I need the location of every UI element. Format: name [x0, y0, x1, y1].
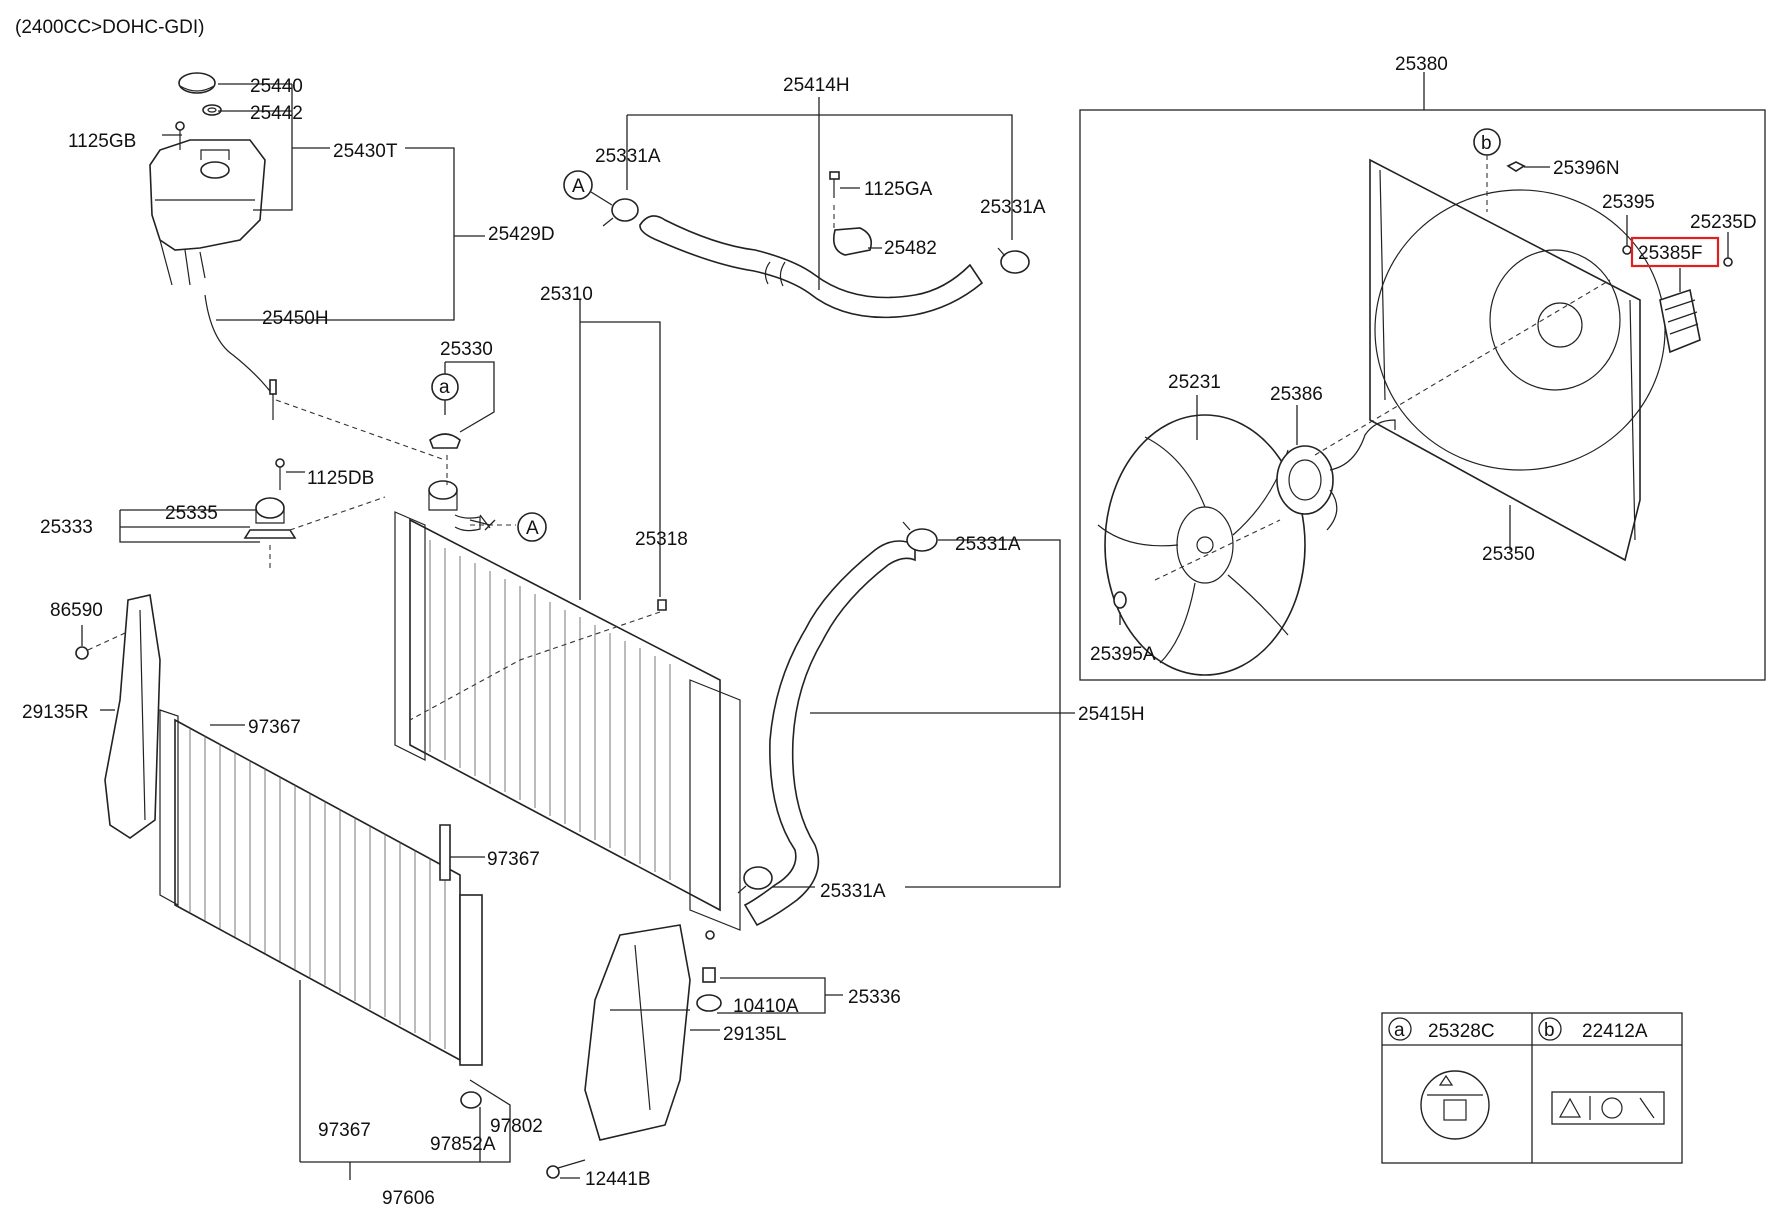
- bracket-25482: [832, 227, 873, 256]
- warning-label-round-icon: [1420, 1070, 1490, 1140]
- clamp-25331A-right: [997, 247, 1030, 274]
- label-10410A: 10410A: [733, 996, 799, 1017]
- label-25385F: 25385F: [1638, 243, 1702, 264]
- clip-25396N: [1506, 161, 1526, 172]
- label-97367-top: 97367: [248, 717, 301, 738]
- label-25231: 25231: [1168, 372, 1221, 393]
- clamp-25331A-left: [602, 198, 639, 227]
- label-25396N: 25396N: [1553, 158, 1620, 179]
- drain-plug: [696, 967, 722, 1012]
- guard-29135R: [104, 594, 161, 839]
- bolt-86590: [75, 646, 89, 660]
- label-25336: 25336: [848, 987, 901, 1008]
- fan-assembly-box: [1079, 109, 1766, 681]
- label-25330: 25330: [440, 339, 493, 360]
- label-25440: 25440: [250, 76, 303, 97]
- engine-note: (2400CC>DOHC-GDI): [15, 17, 205, 38]
- label-25442: 25442: [250, 103, 303, 124]
- label-25333: 25333: [40, 517, 93, 538]
- label-25482: 25482: [884, 238, 937, 259]
- upper-hose: [639, 215, 984, 319]
- label-25395A: 25395A: [1090, 644, 1156, 665]
- callout-a-cap: a: [439, 377, 450, 398]
- label-97367-bottom: 97367: [318, 1120, 371, 1141]
- label-12441B: 12441B: [585, 1169, 651, 1190]
- screw-25235D: [1723, 257, 1733, 267]
- label-25331A-upper-left: 25331A: [595, 146, 661, 167]
- screw-25395: [1622, 245, 1632, 255]
- label-25331A-upper-right: 25331A: [980, 197, 1046, 218]
- bolt-12441B: [546, 1159, 586, 1179]
- label-25350: 25350: [1482, 544, 1535, 565]
- legend-table: a 25328C b 22412A: [1381, 1012, 1683, 1164]
- condenser-core: [159, 709, 483, 1109]
- washer-25395A: [1113, 591, 1127, 609]
- label-25318: 25318: [635, 529, 688, 550]
- label-25386: 25386: [1270, 384, 1323, 405]
- callout-b-shroud: b: [1481, 133, 1492, 154]
- label-25331A-lower-bottom: 25331A: [820, 881, 886, 902]
- label-25235D: 25235D: [1690, 212, 1757, 233]
- label-25310: 25310: [540, 284, 593, 305]
- bracket-25335: [243, 458, 297, 539]
- callout-A-radiator: A: [526, 518, 539, 539]
- lower-hose: [743, 540, 916, 927]
- clamp-25331A-lower-bottom: [737, 866, 773, 894]
- guard-29135L: [584, 924, 691, 1141]
- label-25415H: 25415H: [1078, 704, 1145, 725]
- label-25331A-lower-top: 25331A: [955, 534, 1021, 555]
- callout-A-upper: A: [572, 176, 585, 197]
- label-97606: 97606: [382, 1188, 435, 1209]
- label-29135L: 29135L: [723, 1024, 786, 1045]
- label-25450H: 25450H: [262, 308, 329, 329]
- label-97852A: 97852A: [430, 1134, 496, 1155]
- reservoir-tank: [149, 72, 277, 420]
- label-86590: 86590: [50, 600, 103, 621]
- label-1125DB: 1125DB: [307, 468, 374, 489]
- label-25414H: 25414H: [783, 75, 850, 96]
- label-1125GA: 1125GA: [864, 179, 933, 200]
- warning-label-strip-icon: [1551, 1091, 1665, 1125]
- label-29135R: 29135R: [22, 702, 89, 723]
- screw-1125GA: [829, 171, 840, 198]
- label-1125GB: 1125GB: [68, 131, 136, 152]
- clamp-25331A-lower-top: [902, 521, 938, 552]
- label-25430T: 25430T: [333, 141, 398, 162]
- fan-shroud-25350: [1369, 158, 1666, 562]
- legend-b-code: 22412A: [1582, 1021, 1648, 1042]
- label-25380: 25380: [1395, 54, 1448, 75]
- legend-a-marker: a: [1394, 1020, 1405, 1041]
- highlight-25385F: [1630, 236, 1720, 268]
- label-97367-mid: 97367: [487, 849, 540, 870]
- label-97802: 97802: [490, 1116, 543, 1137]
- motor-25386: [1276, 419, 1396, 531]
- legend-b-marker: b: [1544, 1020, 1555, 1041]
- label-25395: 25395: [1602, 192, 1655, 213]
- label-25335: 25335: [165, 503, 218, 524]
- screw-1125GB: [175, 121, 185, 150]
- fan-blade-25231: [1097, 414, 1306, 676]
- legend-a-code: 25328C: [1428, 1021, 1495, 1042]
- label-25429D: 25429D: [488, 224, 555, 245]
- resistor-25385F: [1659, 288, 1701, 354]
